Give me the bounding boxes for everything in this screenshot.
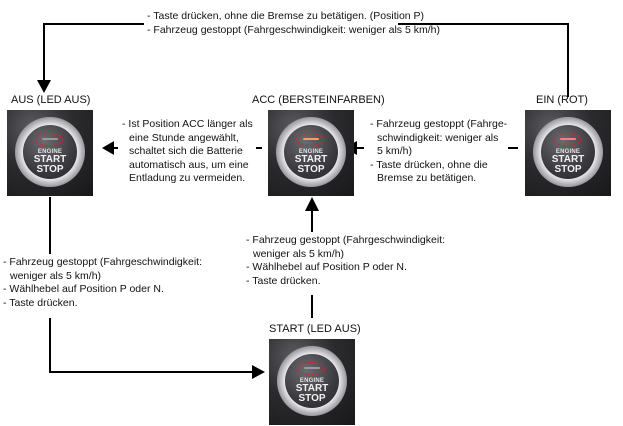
transition-aus-to-start-text: - Fahrzeug gestoppt (Fahrgeschwindigkeit… (3, 256, 203, 309)
button-text-engine: ENGINE (298, 149, 324, 155)
button-text-engine: ENGINE (299, 378, 325, 384)
arrowhead-aus-right (102, 141, 114, 155)
arrowhead-acc-bottom (305, 197, 319, 211)
led-highlight-oval (297, 362, 325, 375)
state-label-ein: EIN (ROT) (536, 94, 588, 106)
transition-start-to-acc-text: - Fahrzeug gestoppt (Fahrgeschwindigkeit… (246, 234, 446, 287)
state-label-aus: AUS (LED AUS) (11, 94, 91, 106)
arrowhead-aus (37, 80, 51, 93)
state-label-acc: ACC (BERSTEINFARBEN) (252, 94, 385, 106)
led-highlight-oval (35, 133, 63, 146)
arrowhead-start (252, 365, 265, 379)
button-text-engine: ENGINE (555, 149, 581, 155)
transition-ein-to-aus-text: - Taste drücken, ohne die Bremse zu betä… (147, 10, 440, 36)
transition-ein-to-acc-text: - Fahrzeug gestoppt (Fahrge- schwindigke… (370, 118, 508, 184)
arrow-ein-to-aus (43, 23, 569, 97)
led-highlight-oval (296, 133, 324, 146)
state-label-start: START (LED AUS) (269, 323, 361, 335)
led-highlight-oval (553, 133, 581, 146)
button-text-engine: ENGINE (37, 149, 63, 155)
transition-acc-to-aus-text: - Ist Position ACC länger als eine Stund… (122, 118, 253, 184)
